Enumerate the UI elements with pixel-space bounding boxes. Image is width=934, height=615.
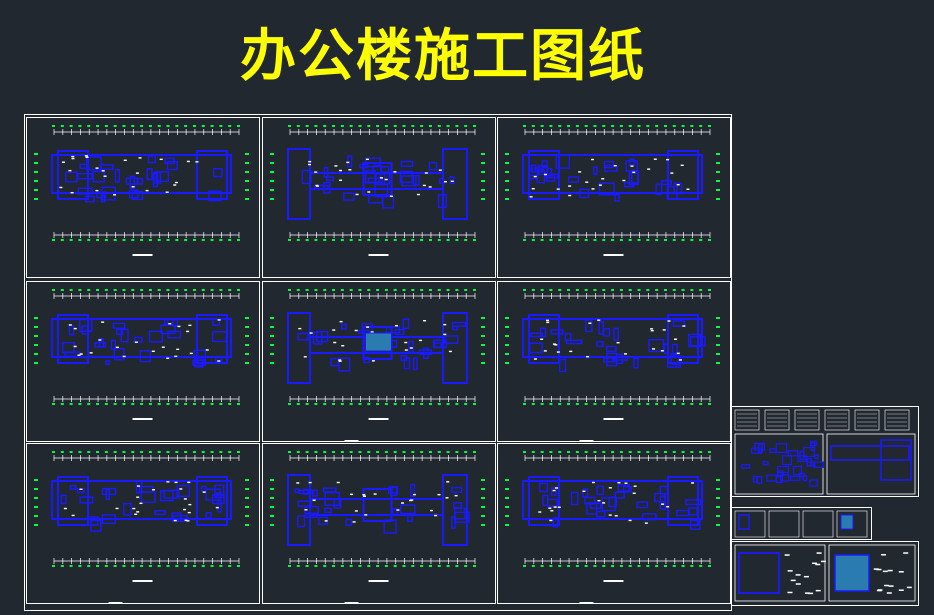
sheet-floor-plan-8[interactable]: [262, 443, 496, 605]
detail-detail-sheet-1[interactable]: [731, 406, 919, 497]
sheet-floor-plan-5[interactable]: [262, 281, 496, 443]
drawing-set-title: 办公楼施工图纸: [240, 24, 646, 89]
set-frame: [24, 114, 732, 611]
sheet-floor-plan-7[interactable]: [26, 443, 260, 605]
sheet-floor-plan-9[interactable]: [497, 443, 731, 605]
sheet-floor-plan-2[interactable]: [262, 117, 496, 278]
detail-detail-sheet-3[interactable]: [731, 541, 919, 606]
detail-detail-sheet-2[interactable]: [731, 507, 872, 540]
sheet-floor-plan-1[interactable]: [26, 117, 260, 278]
sheet-floor-plan-3[interactable]: [497, 117, 731, 278]
sheet-floor-plan-4[interactable]: [26, 281, 260, 442]
sheet-floor-plan-6[interactable]: [497, 281, 731, 443]
